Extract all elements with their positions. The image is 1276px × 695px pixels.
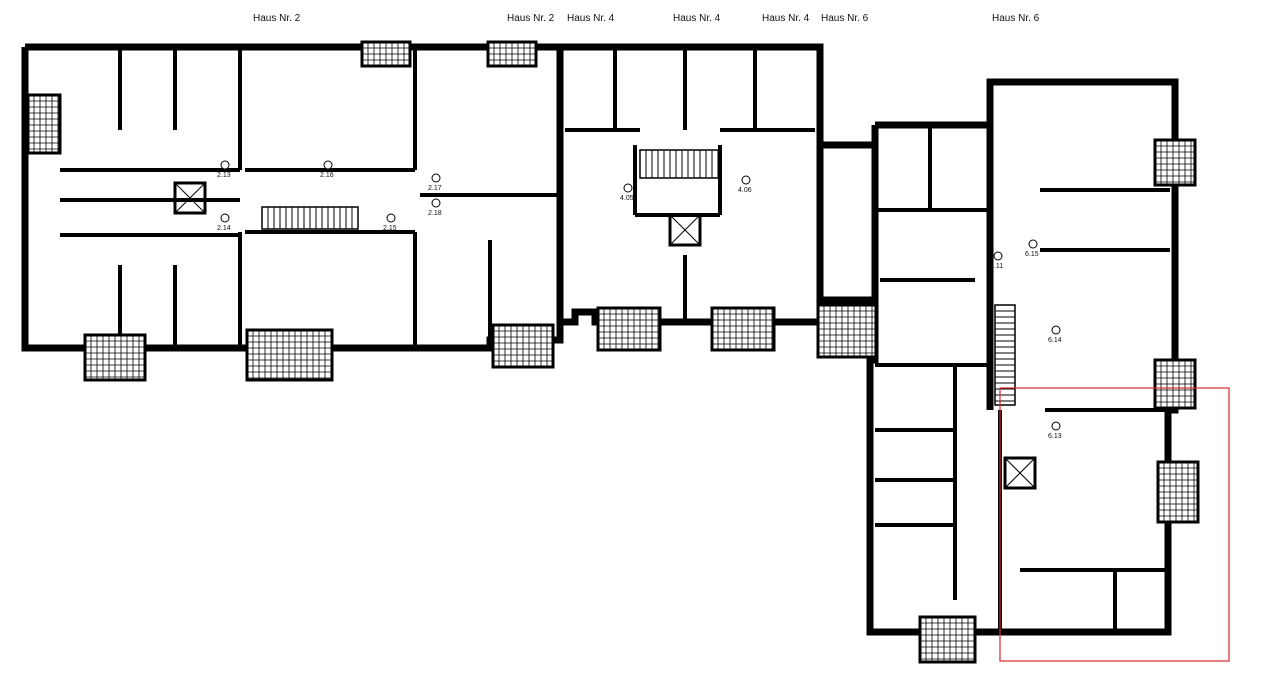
elevator-cross bbox=[669, 214, 701, 246]
elevator-cross bbox=[1004, 457, 1036, 489]
unit-number-label: 6.14 bbox=[1048, 337, 1062, 344]
balcony bbox=[26, 93, 62, 155]
exterior-wall bbox=[25, 43, 879, 326]
unit-number-label: 2.13 bbox=[217, 172, 231, 179]
elevator-shaft bbox=[1003, 456, 1037, 490]
balcony bbox=[918, 615, 977, 664]
unit-number-label: 2.17 bbox=[428, 185, 442, 192]
highlighted-unit-frame bbox=[999, 387, 1230, 662]
balcony bbox=[596, 306, 662, 352]
unit-marker-icon bbox=[1028, 239, 1038, 249]
house-label-6: Haus Nr. 6 bbox=[992, 13, 1040, 24]
unit-number-label: 4.06 bbox=[738, 187, 752, 194]
house-label-2-boundary: Haus Nr. 2 bbox=[507, 13, 555, 24]
house-label-2: Haus Nr. 2 bbox=[253, 13, 301, 24]
unit-marker-icon bbox=[431, 173, 441, 183]
unit-marker-icon bbox=[323, 160, 333, 170]
house-label-4-boundary-right: Haus Nr. 4 bbox=[762, 13, 810, 24]
unit-number-label: 2.16 bbox=[320, 172, 334, 179]
unit-number-label: 2.15 bbox=[383, 225, 397, 232]
unit-number-label: 6.13 bbox=[1048, 433, 1062, 440]
elevator-shaft bbox=[668, 213, 702, 247]
unit-marker-icon bbox=[741, 175, 751, 185]
unit-number-label: 4.05 bbox=[620, 195, 634, 202]
balconies bbox=[26, 40, 1200, 664]
unit-number-label: 6.15 bbox=[1025, 251, 1039, 258]
unit-marker-icon bbox=[220, 160, 230, 170]
elevator-shaft bbox=[173, 181, 207, 215]
unit-number-label: 6.11 bbox=[990, 263, 1003, 270]
interior-walls bbox=[60, 50, 1170, 630]
unit-marker-icon bbox=[386, 213, 396, 223]
house-label-4: Haus Nr. 4 bbox=[673, 13, 721, 24]
balcony bbox=[1153, 138, 1197, 187]
stairs bbox=[173, 149, 1037, 490]
unit-labels: 2.13 2.14 2.15 2.16 2.17 2.18 4.05 4.06 6.11 6.13… bbox=[217, 160, 1062, 440]
balcony bbox=[816, 303, 878, 359]
house-label-6-boundary: Haus Nr. 6 bbox=[821, 13, 869, 24]
unit-marker-icon bbox=[1051, 325, 1061, 335]
unit-marker-icon bbox=[1051, 421, 1061, 431]
house-label-4-boundary: Haus Nr. 4 bbox=[567, 13, 615, 24]
unit-marker-icon bbox=[431, 198, 441, 208]
exterior-wall bbox=[866, 78, 1179, 636]
balcony bbox=[710, 306, 776, 352]
unit-number-label: 2.18 bbox=[428, 210, 442, 217]
unit-marker-icon bbox=[993, 251, 1003, 261]
exterior-wall bbox=[21, 47, 564, 352]
unit-marker-icon bbox=[623, 183, 633, 193]
exterior-wall bbox=[560, 43, 824, 145]
staircase bbox=[994, 304, 1016, 406]
elevator-cross bbox=[174, 182, 206, 214]
unit-marker-icon bbox=[220, 213, 230, 223]
unit-number-label: 2.14 bbox=[217, 225, 231, 232]
